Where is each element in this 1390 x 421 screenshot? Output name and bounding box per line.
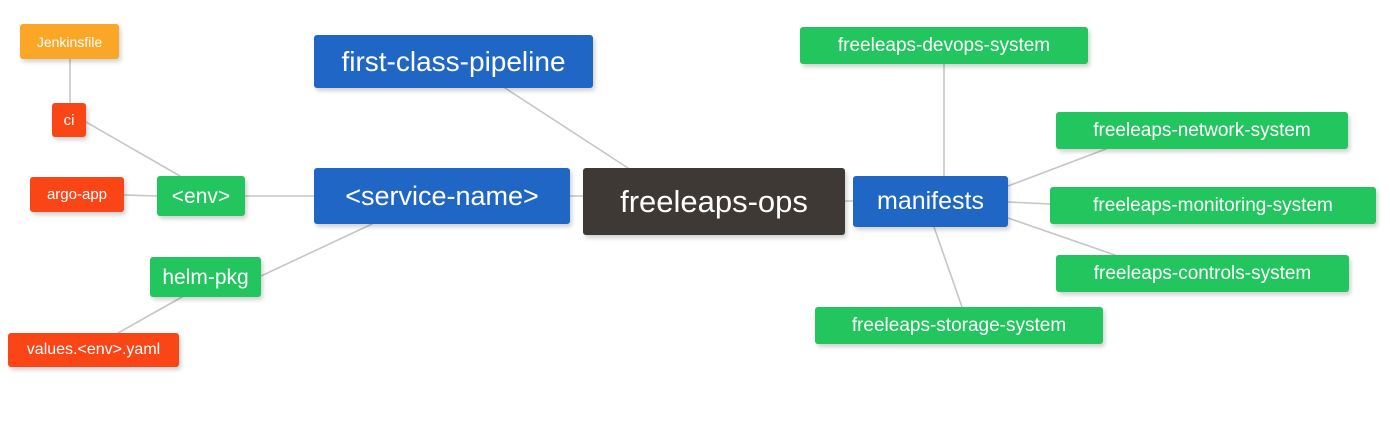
node-argo-app[interactable]: argo-app [30,177,124,212]
node-label-freeleaps-ops: freeleaps-ops [620,184,808,219]
node-label-freeleaps-monitoring-system: freeleaps-monitoring-system [1093,195,1333,216]
edge-manifests-to-freeleaps-storage-system [933,226,963,308]
node-label-argo-app: argo-app [46,186,108,203]
node-label-jenkinsfile: Jenkinsfile [36,33,103,50]
node-label-values-env-yaml: values.<env>.yaml [26,341,161,358]
node-label-freeleaps-devops-system: freeleaps-devops-system [837,35,1051,56]
node-env[interactable]: <env> [157,176,245,216]
node-freeleaps-ops[interactable]: freeleaps-ops [583,168,845,235]
node-label-helm-pkg: helm-pkg [162,265,249,289]
node-label-freeleaps-controls-system: freeleaps-controls-system [1093,263,1312,284]
node-label-first-class-pipeline: first-class-pipeline [341,45,566,77]
node-values-env-yaml[interactable]: values.<env>.yaml [8,333,179,367]
node-label-freeleaps-storage-system: freeleaps-storage-system [851,315,1067,336]
node-label-env: <env> [171,184,231,208]
node-label-freeleaps-network-system: freeleaps-network-system [1093,120,1311,141]
node-jenkinsfile[interactable]: Jenkinsfile [20,24,119,59]
edge-argo-app-to-env [123,194,158,197]
node-manifests[interactable]: manifests [853,176,1008,227]
node-ci[interactable]: ci [52,103,86,137]
node-label-ci: ci [63,111,75,129]
node-freeleaps-monitoring-system[interactable]: freeleaps-monitoring-system [1050,187,1376,224]
node-freeleaps-storage-system[interactable]: freeleaps-storage-system [815,307,1103,344]
node-label-manifests: manifests [877,187,984,215]
edge-first-class-pipeline-to-freeleaps-ops [504,87,629,169]
node-freeleaps-network-system[interactable]: freeleaps-network-system [1056,112,1348,149]
edge-manifests-to-freeleaps-network-system [1007,148,1107,187]
node-label-service-name: <service-name> [345,180,539,211]
node-freeleaps-controls-system[interactable]: freeleaps-controls-system [1056,255,1349,292]
node-first-class-pipeline[interactable]: first-class-pipeline [314,35,593,88]
edge-service-name-to-helm-pkg [260,223,373,277]
node-freeleaps-devops-system[interactable]: freeleaps-devops-system [800,27,1088,64]
edge-ci-to-env [85,121,181,177]
edge-helm-pkg-to-values-env-yaml [117,296,183,334]
edge-manifests-to-freeleaps-monitoring-system [1007,201,1051,205]
node-service-name[interactable]: <service-name> [314,168,570,224]
node-helm-pkg[interactable]: helm-pkg [150,257,261,297]
